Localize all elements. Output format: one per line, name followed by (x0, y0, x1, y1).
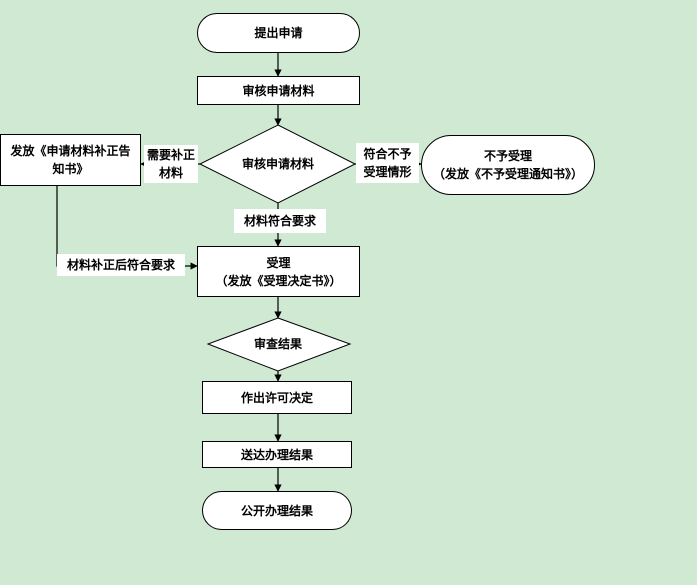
node-not-accepted: 不予受理 （发放《不予受理通知书》） (421, 135, 595, 195)
node-make-license-decision: 作出许可决定 (202, 381, 352, 414)
edge-label-after-supplement-meet: 材料补正后符合要求 (57, 254, 185, 276)
edge-label-not-meeting: 符合不予 受理情形 (356, 143, 419, 183)
node-publish-result: 公开办理结果 (202, 491, 352, 530)
node-submit-application: 提出申请 (197, 13, 360, 53)
node-supplement-notice: 发放《申请材料补正告 知书》 (0, 134, 141, 186)
node-deliver-result: 送达办理结果 (202, 441, 352, 468)
edge-label-materials-meet: 材料符合要求 (234, 209, 326, 233)
node-review-materials: 审核申请材料 (197, 76, 360, 105)
node-accept: 受理 （发放《受理决定书》） (197, 246, 360, 297)
edge-label-needs-supplement: 需要补正 材料 (144, 145, 198, 183)
review-decision-diamond (198, 124, 357, 204)
examine-result-diamond (206, 317, 352, 372)
